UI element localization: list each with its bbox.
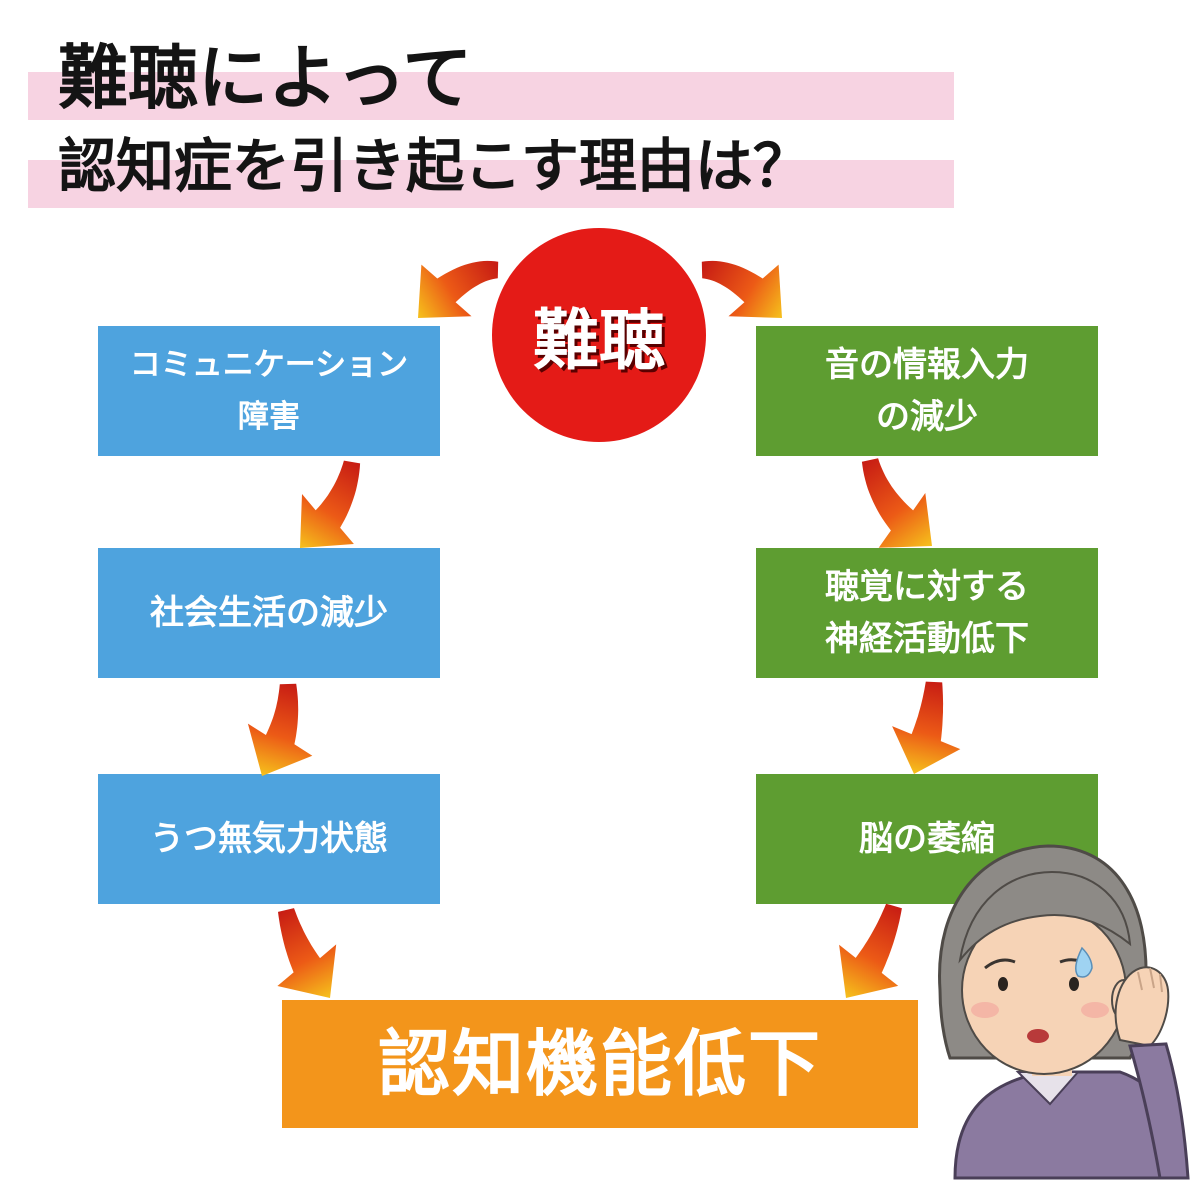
box-label-line: 聴覚に対する bbox=[825, 567, 1029, 607]
box-depression-apathy: うつ無気力状態 bbox=[98, 774, 440, 904]
box-label-line: 障害 bbox=[238, 399, 300, 435]
arrow-hub-to-right bbox=[701, 260, 782, 318]
arrow-left-3-to-final bbox=[277, 908, 337, 998]
hub-hearing-loss-circle: 難聴 bbox=[492, 228, 706, 442]
box-label-line: 脳の萎縮 bbox=[859, 819, 995, 859]
box-label-line: 音の情報入力 bbox=[825, 345, 1029, 385]
title-highlight-1 bbox=[28, 72, 954, 120]
final-label: 認知機能低下 bbox=[377, 1022, 822, 1106]
box-auditory-neural-decline: 聴覚に対する 神経活動低下 bbox=[756, 548, 1098, 678]
arrow-right-1-to-2 bbox=[861, 458, 932, 548]
arrow-left-2-to-3 bbox=[247, 683, 313, 776]
page-title-line-2: 認知症を引き起こす理由は？ bbox=[58, 132, 811, 200]
title-highlight-2 bbox=[28, 160, 954, 208]
page-title-line-1: 難聴によって bbox=[58, 36, 473, 119]
arrow-right-3-to-final bbox=[839, 903, 902, 998]
box-sound-input-decrease: 音の情報入力 の減少 bbox=[756, 326, 1098, 456]
box-label-line: うつ無気力状態 bbox=[150, 819, 388, 859]
arrow-hub-to-left bbox=[418, 260, 499, 318]
box-label-line: コミュニケーション bbox=[129, 347, 409, 383]
arrow-left-1-to-2 bbox=[300, 460, 361, 548]
box-label-line: 社会生活の減少 bbox=[150, 593, 388, 633]
box-communication-disorder: コミュニケーション 障害 bbox=[98, 326, 440, 456]
hub-label: 難聴 bbox=[533, 302, 665, 379]
box-label-line: 神経活動低下 bbox=[825, 619, 1029, 659]
box-cognitive-decline: 認知機能低下 bbox=[282, 1000, 918, 1128]
box-label-line: の減少 bbox=[876, 397, 978, 437]
box-social-life-decline: 社会生活の減少 bbox=[98, 548, 440, 678]
elderly-woman-cupping-ear-icon bbox=[938, 844, 1190, 1180]
arrow-right-2-to-3 bbox=[892, 681, 961, 774]
